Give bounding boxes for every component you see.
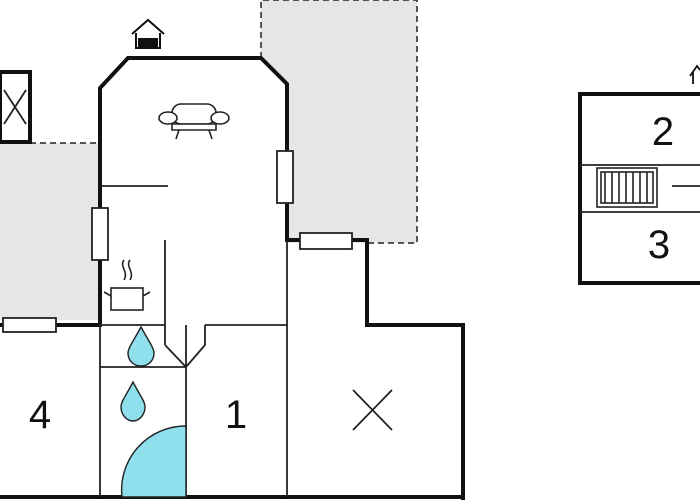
terraces — [0, 0, 418, 320]
room-4-label: 4 — [29, 393, 51, 437]
void-cross-icon — [3, 89, 27, 125]
main-wall-outline — [0, 56, 465, 500]
terrace-right-dash — [260, 0, 418, 244]
entrance-icon — [689, 64, 700, 84]
water-drop-icon — [127, 325, 155, 367]
window-icon — [2, 317, 57, 333]
void-crosses — [3, 89, 393, 431]
window-icon — [276, 150, 294, 204]
sofa-icon — [158, 103, 230, 140]
terrace-right — [261, 0, 417, 243]
void-cross-icon — [352, 389, 393, 431]
top-left-box — [0, 70, 32, 144]
water-drops — [120, 325, 155, 422]
outer-walls — [0, 56, 700, 500]
interior-walls — [99, 164, 700, 497]
stove-icon — [103, 259, 151, 311]
shower-icon — [120, 425, 187, 498]
room-2-label: 2 — [652, 110, 674, 154]
room-3-label: 3 — [648, 223, 670, 267]
upper-floor-wall — [578, 92, 700, 285]
entrance-icon — [131, 18, 165, 49]
room-labels: 1 2 3 4 — [29, 110, 674, 437]
window-icon — [91, 207, 109, 261]
window-icon — [299, 232, 353, 250]
stairs-icon — [596, 167, 658, 208]
terrace-left — [0, 143, 100, 320]
windows — [2, 150, 353, 333]
room-1-label: 1 — [225, 393, 247, 437]
water-drop-icon — [120, 380, 146, 422]
